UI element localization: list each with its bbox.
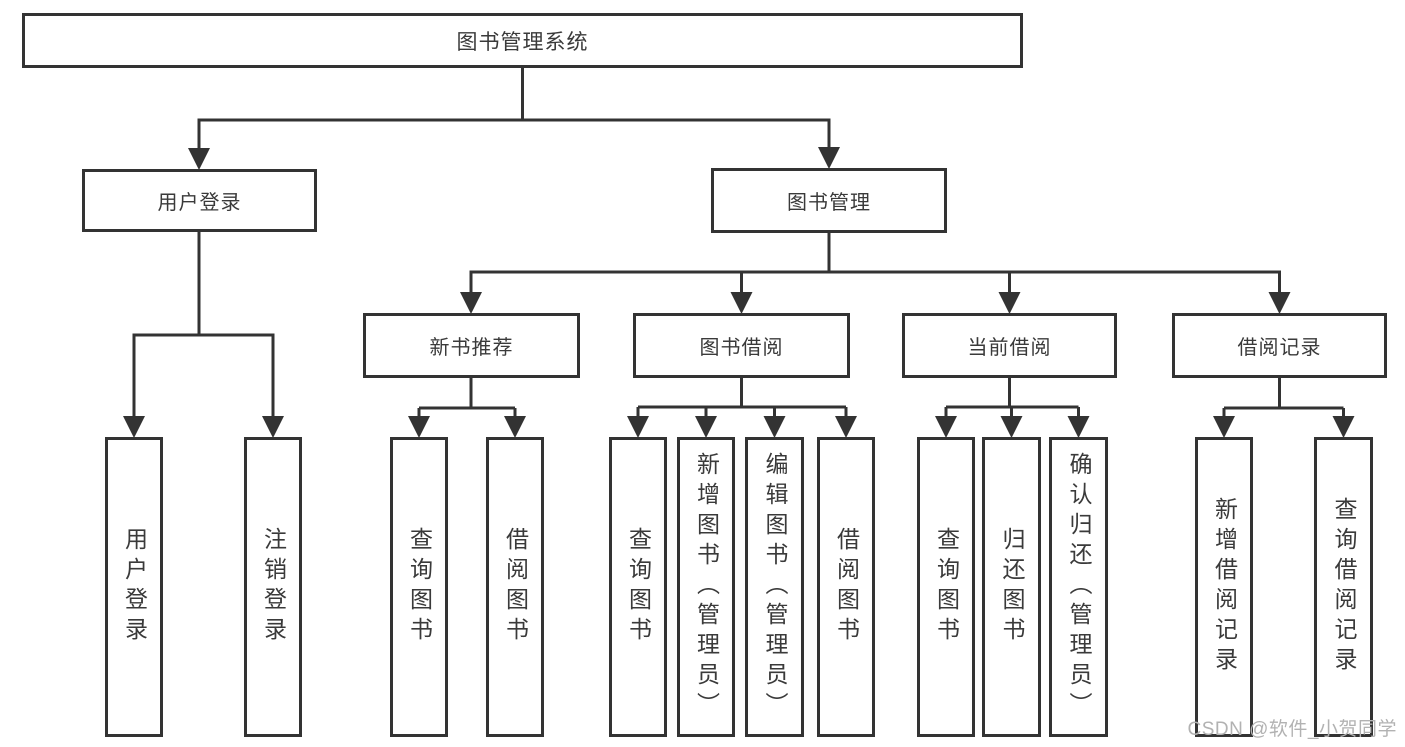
leaf-current-query-books: 查询图书: [917, 437, 975, 737]
node-book-management: 图书管理: [711, 168, 947, 233]
connector-records-to-leaves: [1213, 378, 1355, 438]
leaf-label: 查询图书: [933, 527, 960, 647]
leaf-label: 新增借阅记录: [1211, 497, 1238, 677]
connector-login-to-leaves: [123, 232, 284, 438]
leaf-current-confirm-return-admin: 确认归还（管理员）: [1049, 437, 1108, 737]
leaf-current-return-books: 归还图书: [982, 437, 1041, 737]
node-new-book-recommend: 新书推荐: [363, 313, 580, 378]
connector-current-to-leaves: [935, 378, 1090, 438]
leaf-borrow-borrow-books: 借阅图书: [817, 437, 875, 737]
leaf-user-login: 用户登录: [105, 437, 163, 737]
leaf-label: 确认归还（管理员）: [1066, 452, 1092, 722]
leaf-label: 借阅图书: [833, 527, 860, 647]
leaf-label: 注销登录: [260, 527, 287, 647]
node-user-login: 用户登录: [82, 169, 317, 232]
leaf-label: 查询借阅记录: [1331, 497, 1357, 677]
connector-root-to-level1: [188, 68, 840, 170]
leaf-label: 编辑图书（管理员）: [762, 452, 788, 722]
leaf-label: 借阅图书: [502, 527, 529, 647]
leaf-logout: 注销登录: [244, 437, 302, 737]
leaf-label: 新增图书（管理员）: [693, 452, 720, 722]
node-book-borrow: 图书借阅: [633, 313, 850, 378]
node-borrow-records: 借阅记录: [1172, 313, 1387, 378]
leaf-borrow-query-books: 查询图书: [609, 437, 667, 737]
node-current-borrow: 当前借阅: [902, 313, 1117, 378]
leaf-label: 查询图书: [406, 527, 433, 647]
leaf-recommend-borrow-books: 借阅图书: [486, 437, 544, 737]
connector-borrow-to-leaves: [627, 378, 857, 438]
connector-recommend-to-leaves: [408, 378, 526, 438]
leaf-borrow-add-books-admin: 新增图书（管理员）: [677, 437, 735, 737]
csdn-watermark: CSDN @软件_小贺同学: [1187, 719, 1397, 740]
leaf-records-add-record: 新增借阅记录: [1195, 437, 1253, 737]
connector-manage-to-level2: [460, 233, 1291, 314]
leaf-label: 查询图书: [625, 527, 652, 647]
leaf-label: 用户登录: [121, 527, 148, 647]
leaf-borrow-edit-books-admin: 编辑图书（管理员）: [745, 437, 804, 737]
leaf-recommend-query-books: 查询图书: [390, 437, 448, 737]
leaf-label: 归还图书: [999, 527, 1025, 647]
leaf-records-query-record: 查询借阅记录: [1314, 437, 1373, 737]
node-root-system: 图书管理系统: [22, 13, 1023, 68]
